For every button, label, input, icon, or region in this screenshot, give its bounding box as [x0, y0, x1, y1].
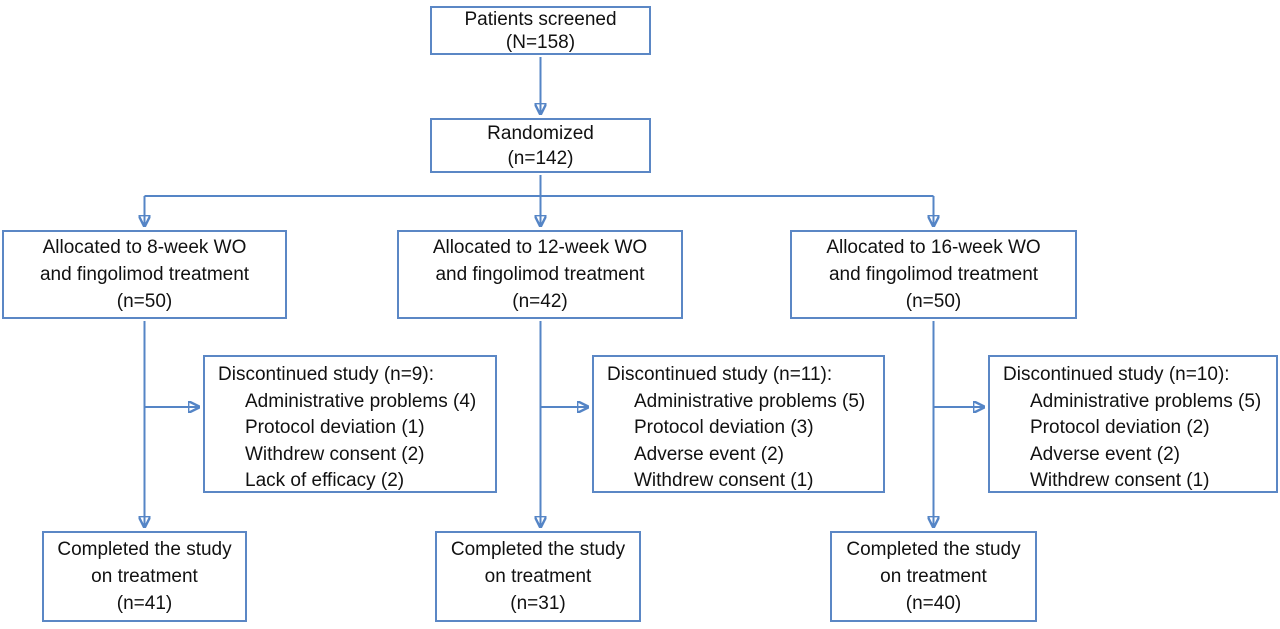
discontinued-item: Administrative problems (5)	[1030, 390, 1262, 412]
discontinued-item: Withdrew consent (1)	[634, 470, 814, 491]
discontinued-item: Adverse event (2)	[634, 443, 784, 465]
discontinued-item: Protocol deviation (2)	[1030, 417, 1210, 438]
randomized-box: Randomized (n=142)	[430, 118, 651, 173]
discontinued-item: Administrative problems (4)	[245, 390, 477, 412]
completed-8-week-box: Completed the study on treatment (n=41)	[42, 531, 247, 622]
discontinued-8-week-box: Discontinued study (n=9): Administrative…	[203, 355, 497, 493]
discontinued-12-week-box: Discontinued study (n=11): Administrativ…	[592, 355, 885, 493]
allocated-8-week-box: Allocated to 8-week WO and fingolimod tr…	[2, 230, 287, 319]
discontinued-title: Discontinued study (n=11):	[607, 364, 833, 385]
discontinued-item: Protocol deviation (1)	[245, 417, 425, 438]
discontinued-item: Withdrew consent (1)	[1030, 470, 1210, 491]
discontinued-item: Withdrew consent (2)	[245, 443, 425, 465]
discontinued-16-week-box: Discontinued study (n=10): Administrativ…	[988, 355, 1278, 493]
branch-bar	[144, 175, 934, 197]
discontinued-title: Discontinued study (n=9):	[218, 364, 434, 385]
patients-screened-box: Patients screened (N=158)	[430, 6, 651, 55]
discontinued-item: Lack of efficacy (2)	[245, 470, 405, 491]
discontinued-item: Protocol deviation (3)	[634, 417, 814, 438]
completed-12-week-box: Completed the study on treatment (n=31)	[435, 531, 641, 622]
discontinued-title: Discontinued study (n=10):	[1003, 364, 1230, 385]
discontinued-item: Administrative problems (5)	[634, 390, 866, 412]
discontinued-item: Adverse event (2)	[1030, 443, 1180, 465]
allocated-12-week-box: Allocated to 12-week WO and fingolimod t…	[397, 230, 683, 319]
allocated-16-week-box: Allocated to 16-week WO and fingolimod t…	[790, 230, 1077, 319]
completed-16-week-box: Completed the study on treatment (n=40)	[830, 531, 1037, 622]
